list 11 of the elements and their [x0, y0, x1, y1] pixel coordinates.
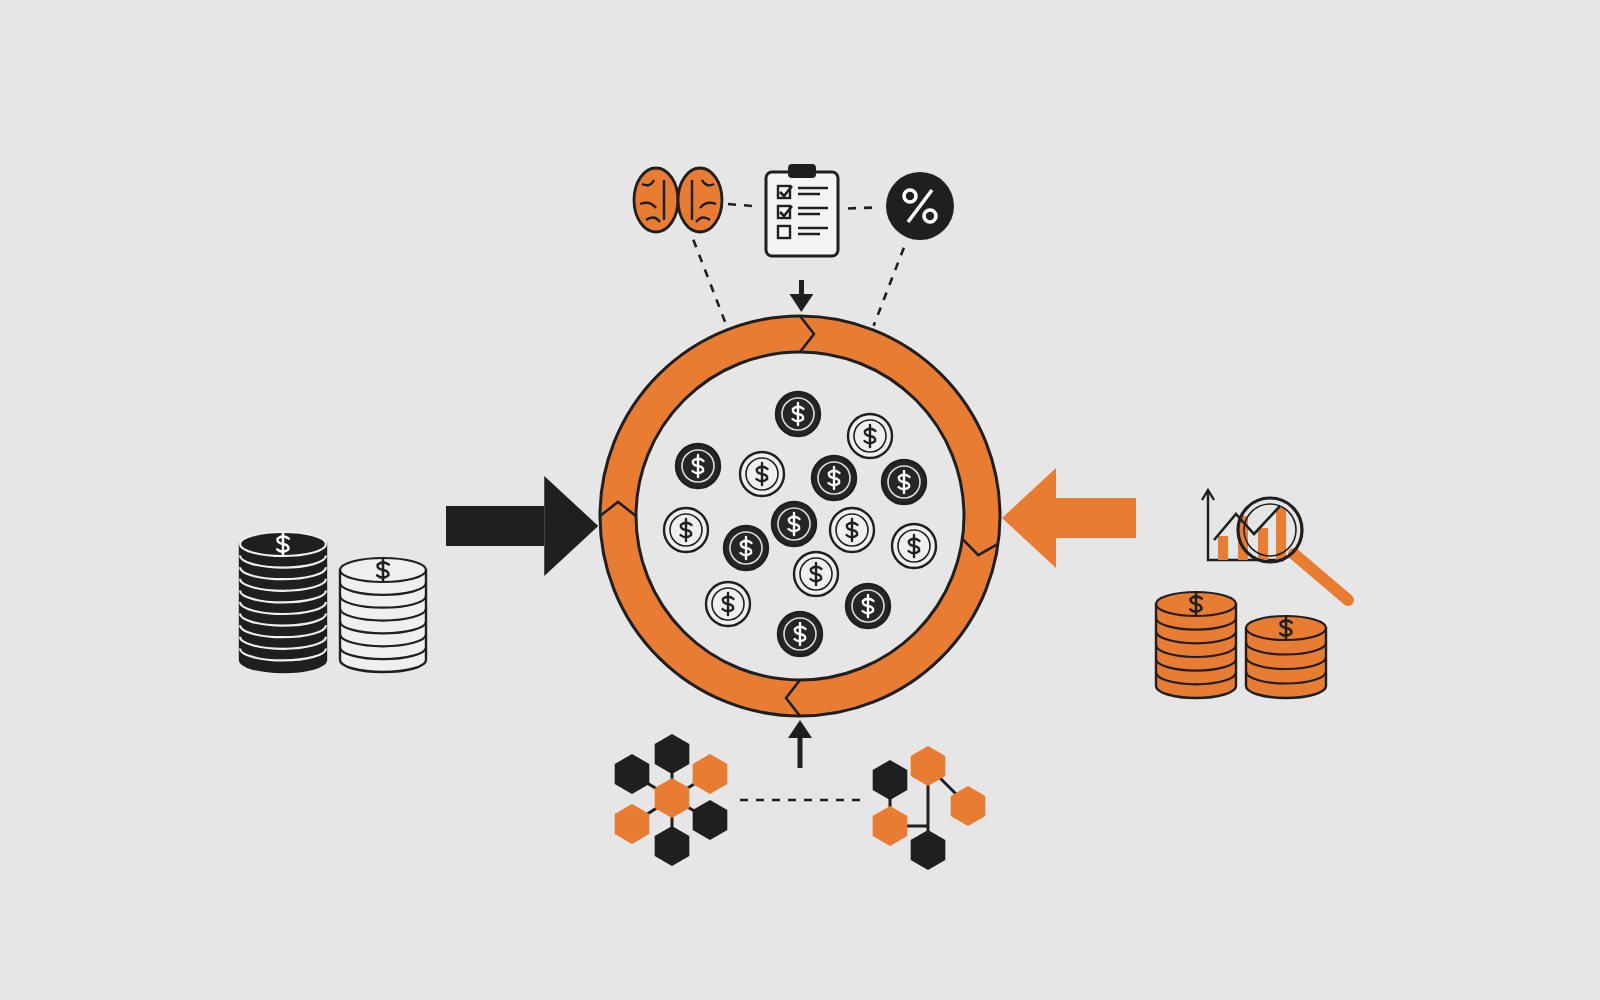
arrow	[788, 720, 812, 768]
brain-icon	[632, 164, 724, 236]
arrow	[446, 476, 599, 576]
dashed-connector	[872, 247, 906, 327]
arrow	[1002, 468, 1136, 568]
dashed-connector	[740, 798, 860, 802]
dashed-connector	[727, 202, 757, 208]
clipboard-checklist-icon	[760, 160, 844, 260]
arrow	[789, 280, 814, 312]
percent-icon	[882, 168, 958, 244]
dashed-connector	[692, 239, 728, 327]
